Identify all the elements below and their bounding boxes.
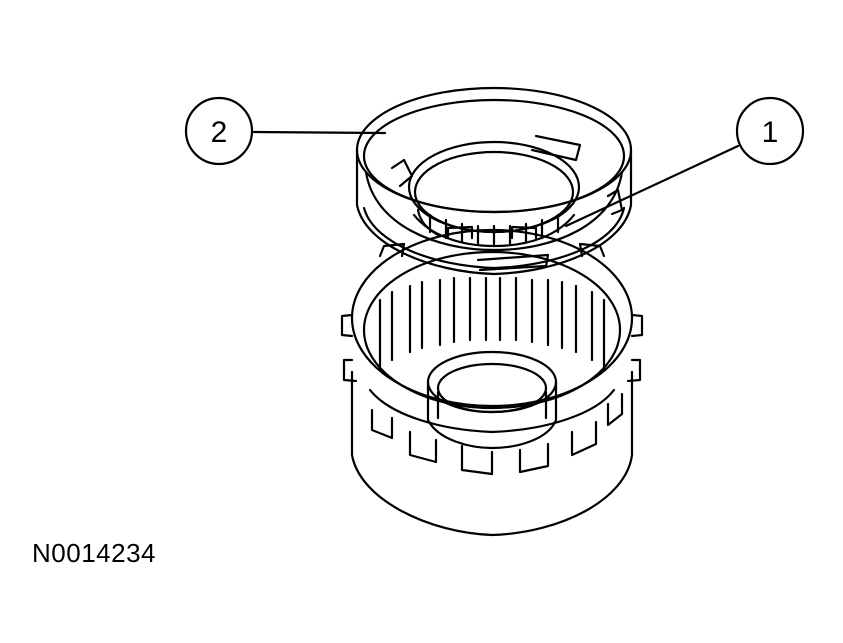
callout-1-circle: [735, 96, 805, 166]
callout-2-number: 2: [211, 116, 228, 149]
callout-1-number: 1: [762, 116, 779, 149]
callout-1-leader: [564, 144, 740, 228]
callout-2-leader: [252, 130, 387, 135]
reference-code: N0014234: [32, 538, 156, 568]
drum-housing: [340, 225, 644, 537]
thrust-bearing: [355, 86, 633, 276]
callout-2-circle: [184, 96, 254, 166]
